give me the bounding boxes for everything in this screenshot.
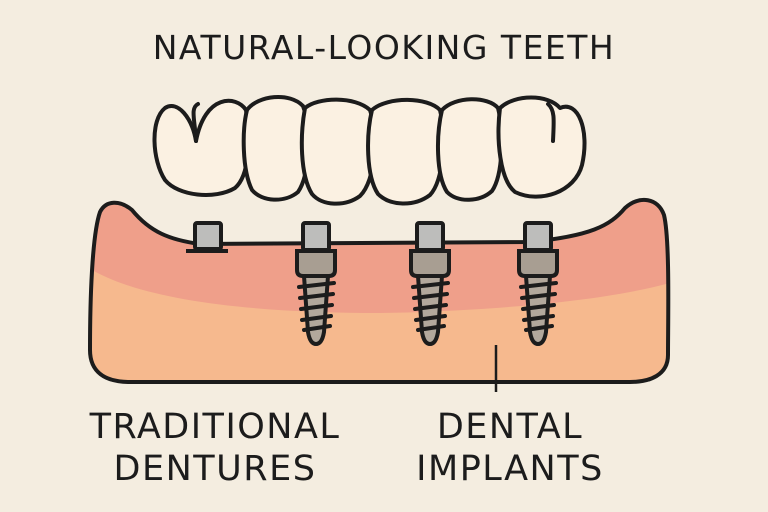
label-dental-implants: DENTAL IMPLANTS: [395, 406, 625, 490]
label-line: DENTAL: [436, 407, 584, 447]
label-traditional-dentures: TRADITIONAL DENTURES: [70, 406, 360, 490]
diagram-title: NATURAL-LOOKING TEETH: [152, 28, 616, 67]
tooth-4: [366, 97, 446, 206]
prosthetic-teeth: [152, 94, 587, 206]
tooth-6: [496, 95, 587, 199]
implant-1: [295, 221, 337, 347]
tooth-3: [299, 97, 377, 206]
gum-jaw: [90, 199, 669, 382]
denture-attachment: [186, 221, 228, 253]
label-line: TRADITIONAL: [89, 407, 341, 447]
gum-outline: [88, 198, 671, 384]
label-line: IMPLANTS: [416, 449, 604, 489]
implant-3: [517, 221, 559, 347]
tooth-2: [241, 94, 311, 202]
tooth-5: [436, 97, 504, 202]
label-line: DENTURES: [113, 449, 317, 489]
tooth-1: [152, 98, 251, 197]
implant-2: [409, 221, 451, 347]
